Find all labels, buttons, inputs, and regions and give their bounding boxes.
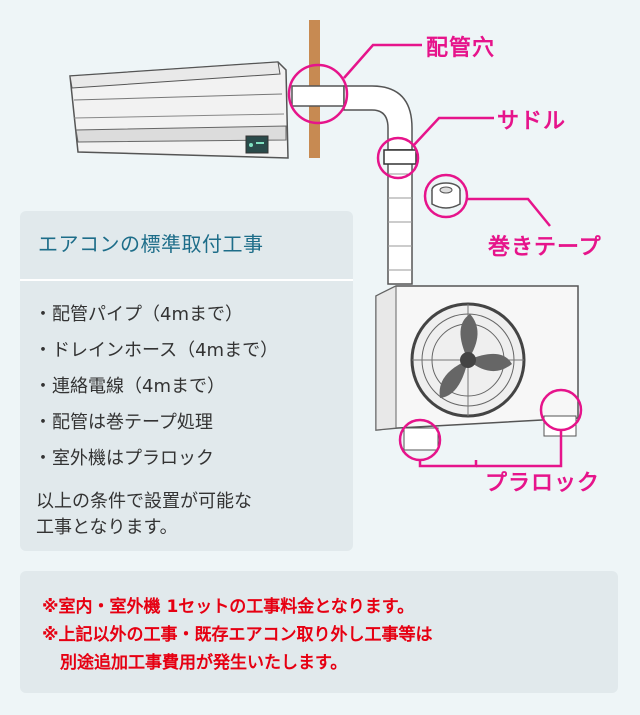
conditions-note-line: 以上の条件で設置が可能な [36, 491, 252, 512]
notice-line: ※室内・室外機 1セットの工事料金となります。 [42, 597, 415, 617]
indoor-display [245, 135, 269, 154]
list-item: ・配管パイプ（4mまで） [34, 304, 243, 325]
callout-winding-tape: 巻きテープ [488, 235, 602, 260]
notice-line: ※上記以外の工事・既存エアコン取り外し工事等は [42, 625, 433, 645]
saddle-circle [376, 136, 420, 180]
tape-circle [423, 173, 469, 219]
list-item: ・室外機はプラロック [34, 448, 214, 469]
saddle [383, 149, 417, 165]
indoor-unit [69, 61, 289, 159]
panel-title: エアコンの標準取付工事 [20, 211, 353, 281]
list-item: ・配管は巻テープ処理 [34, 412, 213, 433]
list-item: ・ドレインホース（4mまで） [34, 340, 279, 361]
tape-roll [431, 182, 461, 209]
callout-saddle: サドル [497, 109, 567, 134]
fee-notice: ※室内・室外機 1セットの工事料金となります。 ※上記以外の工事・既存エアコン取… [20, 571, 618, 693]
pla-block-left [403, 427, 439, 451]
conditions-note-line: 工事となります。 [36, 517, 178, 538]
piping [291, 85, 417, 285]
list-item: ・連絡電線（4mまで） [34, 376, 225, 397]
pipe-hole-circle [287, 63, 349, 125]
callout-pla-block: プラロック [485, 471, 601, 496]
conditions-note: 以上の条件で設置が可能な 工事となります。 [36, 489, 336, 541]
included-items-list: ・配管パイプ（4mまで） ・ドレインホース（4mまで） ・連絡電線（4mまで） … [20, 281, 353, 477]
notice-line: 別途追加工事費用が発生いたします。 [60, 653, 348, 673]
standard-installation-panel: エアコンの標準取付工事 ・配管パイプ（4mまで） ・ドレインホース（4mまで） … [20, 211, 353, 551]
outdoor-unit [375, 285, 579, 451]
callout-markers [287, 43, 583, 468]
callout-pipe-hole: 配管穴 [426, 36, 496, 61]
